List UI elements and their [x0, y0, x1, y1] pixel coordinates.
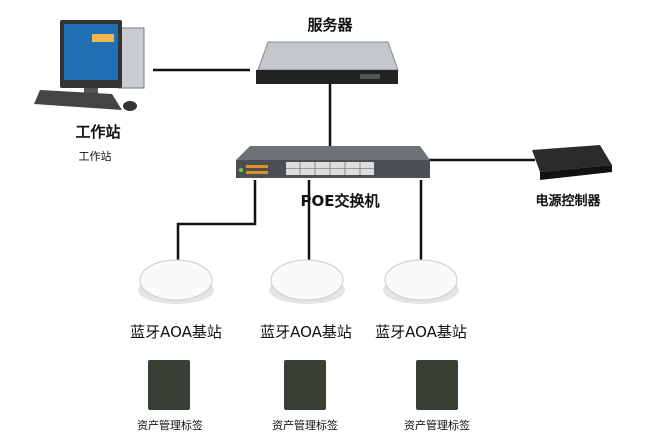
asset-tag-icon: [284, 360, 326, 410]
base-station-icons: [138, 259, 459, 304]
workstation-icon: [34, 20, 145, 111]
bluetooth-base-station-icon: [383, 259, 459, 304]
line-switch-ap1: [176, 180, 257, 262]
base-station-label: 蓝牙AOA基站: [260, 323, 352, 341]
workstation-sublabel: 工作站: [78, 150, 112, 163]
bluetooth-base-station-icon: [138, 259, 214, 304]
workstation-label: 工作站: [75, 123, 121, 141]
base-station-label: 蓝牙AOA基站: [375, 323, 467, 341]
asset-tag-icons: [148, 360, 458, 410]
power-controller-label: 电源控制器: [535, 194, 601, 209]
connections: [153, 68, 535, 262]
asset-tag-label: 资产管理标签: [404, 419, 470, 432]
power-controller-icon: [532, 145, 612, 180]
asset-tag-icon: [148, 360, 190, 410]
bluetooth-base-station-icon: [269, 259, 345, 304]
base-station-label: 蓝牙AOA基站: [130, 323, 222, 341]
asset-tag-label: 资产管理标签: [272, 419, 338, 432]
server-label: 服务器: [307, 16, 353, 34]
switch-icon: [236, 146, 430, 178]
asset-tag-icon: [416, 360, 458, 410]
switch-label: POE交换机: [300, 192, 380, 210]
asset-tag-label: 资产管理标签: [137, 419, 203, 432]
server-icon: [256, 41, 399, 84]
